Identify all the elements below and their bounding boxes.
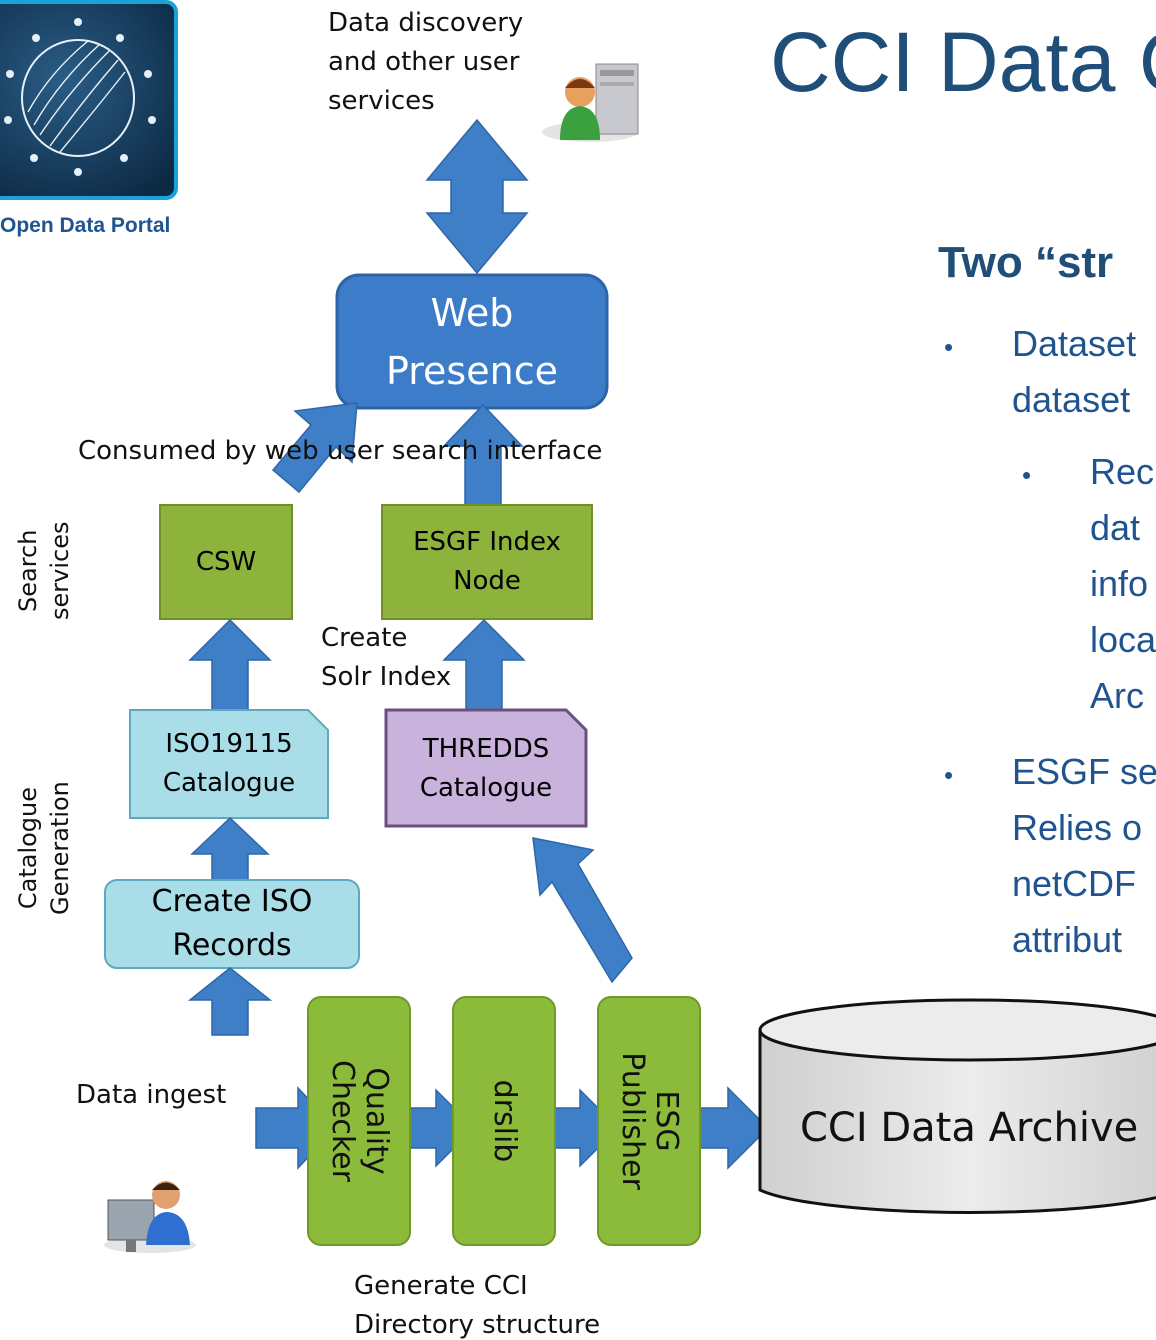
discovery-note-line: Data discovery xyxy=(328,8,524,38)
bullet-dot: • xyxy=(944,760,954,790)
bullet-dot: • xyxy=(944,332,954,362)
arrow-iso-csw xyxy=(188,618,272,711)
bullet-1-line: dataset xyxy=(1012,379,1131,420)
thredds-catalogue-line: Catalogue xyxy=(419,773,553,803)
esgf-index-line: ESGF Index xyxy=(413,527,561,557)
solr-note-line: Create xyxy=(321,623,408,653)
esgf-index-line: Node xyxy=(453,566,521,596)
sub-bullet-line: Rec xyxy=(1090,451,1155,492)
bullet-2-line: netCDF xyxy=(1012,863,1137,904)
thredds-catalogue-shape xyxy=(384,708,588,828)
drslib-label: drslib xyxy=(487,1079,522,1163)
web-presence-label: Web Presence xyxy=(337,275,607,408)
arrow-thredds-esgf xyxy=(442,618,526,713)
data-ingest-label: Data ingest xyxy=(76,1080,227,1110)
solr-note-line: Solr Index xyxy=(321,662,452,692)
quality-checker-line: Quality xyxy=(359,1067,394,1175)
user-computer-icon xyxy=(104,1181,196,1253)
create-iso-line: Records xyxy=(172,928,292,963)
bullet-1: Dataset dataset xyxy=(1012,316,1136,428)
quality-checker-box: Quality Checker xyxy=(307,996,411,1246)
sub-bullet-line: info xyxy=(1090,563,1149,604)
iso-catalogue-box: ISO19115 Catalogue xyxy=(130,710,328,818)
bullet-2: ESGF se Relies o netCDF attribut xyxy=(1012,744,1156,968)
catalogue-generation-line: Generation xyxy=(46,781,74,915)
archive-cylinder xyxy=(758,998,1156,1214)
sub-bullet-line: loca xyxy=(1090,619,1156,660)
bullet-2-line: attribut xyxy=(1012,919,1123,960)
esg-publisher-line: Publisher xyxy=(615,1052,650,1190)
arrow-create-iso xyxy=(190,816,270,881)
create-iso-records-box: Create ISO Records xyxy=(105,880,359,968)
archive-label: CCI Data Archive xyxy=(800,1105,1139,1151)
sub-bullet-line: dat xyxy=(1090,507,1141,548)
create-iso-line: Create ISO xyxy=(151,884,313,919)
slide-subheading: Two “str xyxy=(938,238,1114,287)
arrow-discovery xyxy=(425,118,529,275)
iso-catalogue-shape xyxy=(129,709,329,819)
logo-icon xyxy=(0,0,178,200)
arrow-publisher-archive xyxy=(693,1086,770,1170)
bullet-2-line: Relies o xyxy=(1012,807,1143,848)
iso-catalogue-line: Catalogue xyxy=(162,768,296,798)
esgf-index-box: ESGF Index Node xyxy=(382,505,592,619)
arrow-csw-web xyxy=(271,402,358,494)
solr-note: Create Solr Index xyxy=(321,619,451,697)
thredds-catalogue-line: THREDDS xyxy=(422,734,550,764)
esg-publisher-box: ESG Publisher xyxy=(597,996,701,1246)
search-services-line: services xyxy=(46,521,74,620)
thredds-catalogue-box: THREDDS Catalogue xyxy=(386,712,586,826)
directory-note-line: Directory structure xyxy=(354,1310,601,1340)
quality-checker-line: Checker xyxy=(325,1059,360,1183)
discovery-note-line: and other user xyxy=(328,47,520,77)
iso-catalogue-line: ISO19115 xyxy=(165,729,293,759)
drslib-box: drslib xyxy=(452,996,556,1246)
sub-bullet-line: Arc xyxy=(1090,675,1144,716)
arrow-ingest-up xyxy=(187,967,273,1036)
arrow-publisher-thredds xyxy=(532,837,633,984)
web-presence-line: Web xyxy=(430,290,514,335)
search-services-line: Search xyxy=(14,529,42,612)
discovery-note: Data discovery and other user services xyxy=(328,4,523,121)
directory-note: Generate CCI Directory structure xyxy=(354,1267,600,1340)
esg-publisher-line: ESG xyxy=(649,1090,684,1152)
logo-caption: Open Data Portal xyxy=(0,214,171,237)
sub-bullet-dot: • xyxy=(1022,460,1032,490)
web-presence-line: Presence xyxy=(386,348,558,393)
user-server-icon xyxy=(542,63,639,142)
web-presence-box xyxy=(335,273,609,410)
sub-bullet-1: Rec dat info loca Arc xyxy=(1090,444,1156,724)
catalogue-generation-line: Catalogue xyxy=(14,786,42,910)
search-services-label: Search services xyxy=(12,522,76,620)
directory-note-line: Generate CCI xyxy=(354,1271,528,1301)
discovery-note-line: services xyxy=(328,86,435,116)
bullet-1-line: Dataset xyxy=(1012,323,1137,364)
slide-title: CCI Data C xyxy=(770,15,1156,109)
catalogue-generation-label: Catalogue Generation xyxy=(12,781,76,915)
csw-box: CSW xyxy=(195,547,257,577)
consumed-note: Consumed by web user search interface xyxy=(78,436,603,466)
bullet-2-line: ESGF se xyxy=(1012,751,1156,792)
